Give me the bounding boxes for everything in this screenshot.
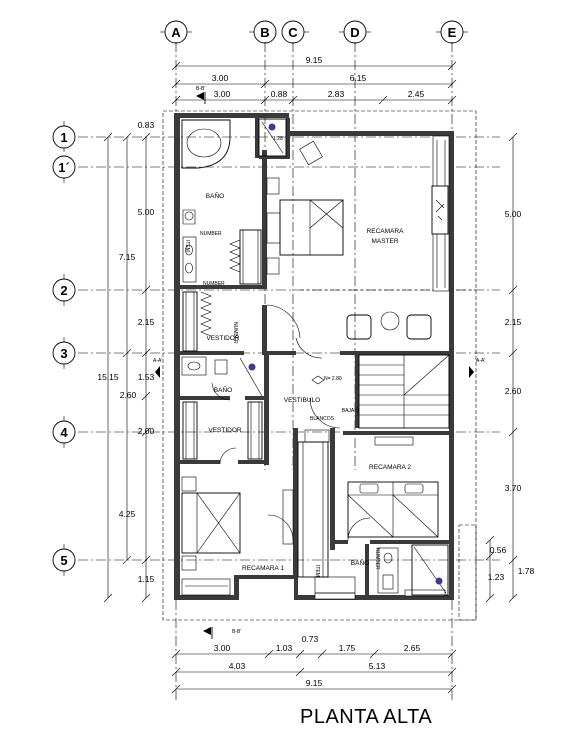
room-label-recamara-2: RECAMARA 2: [369, 464, 411, 471]
grid-bubble-e: E: [436, 20, 468, 44]
stair: BAJA: [342, 354, 450, 429]
room-label-bano-1: BAÑO: [214, 385, 232, 394]
recamara-1: RECAMARA 1: [181, 476, 294, 572]
dim-right-2-15: 2.15: [505, 317, 522, 327]
dim-right-2-60: 2.60: [505, 386, 522, 396]
grid-bubble-c: C: [281, 20, 309, 44]
dim-top-total: 9.15: [306, 55, 323, 65]
section-aa-right: A-A': [476, 358, 485, 364]
grid-label-3: 3: [60, 346, 67, 361]
left-dimensions: 15.15 7.15 4.25 5.00 2.15 1.53 2.60 2.00…: [97, 120, 155, 603]
grid-label-5: 5: [60, 553, 67, 568]
grid-bubble-1: 1: [52, 121, 76, 152]
dim-left-total: 15.15: [97, 372, 119, 382]
label-number-2: NUMBER: [203, 281, 225, 287]
grid-bubble-2: 2: [52, 274, 76, 306]
dim-bottom-5: 2.65: [404, 643, 421, 653]
room-label-vestidor-1: VESTIDOR: [208, 427, 242, 434]
grid-label-d: D: [350, 25, 359, 40]
dim-right-0-56: 0.56: [490, 545, 507, 555]
top-dimensions: 9.15 3.00 6.15 3.00 0.88 2.83 2.45: [171, 55, 457, 105]
section-markers: B-B' B-B' A-A' A-A': [153, 86, 485, 639]
grid-bubble-d: D: [339, 20, 371, 44]
vestibulo: VESTIBULO N= 2.80 BLANCOS: [284, 337, 342, 578]
label-blancos: BLANCOS: [310, 416, 335, 422]
right-dimensions: 5.00 2.15 2.60 3.70 0.56 1.23 1.78: [485, 132, 535, 603]
grid-label-c: C: [288, 25, 298, 40]
dim-top-3: 2.83: [328, 89, 345, 99]
dim-top-1: 3.00: [214, 89, 231, 99]
dim-bottom-4-03: 4.03: [229, 661, 246, 671]
grid-bubble-b: B: [249, 20, 277, 44]
dim-bottom-2: 1.03: [276, 643, 293, 653]
dim-bottom-3: 0.73: [302, 634, 319, 644]
section-bb-bottom: B-B': [232, 629, 241, 635]
dim-bottom-5-13: 5.13: [369, 661, 386, 671]
dim-left-1-53: 1.53: [138, 372, 155, 382]
dim-right-3-70: 3.70: [505, 483, 522, 493]
master-bedroom: RECAMARA MASTER: [266, 140, 432, 340]
grid-label-e: E: [448, 25, 457, 40]
master-bath: 1.28 BAÑO NUMBER NUMBER ITEM VESTIDOR NU…: [181, 118, 287, 352]
bath-1: BAÑO VESTIDOR: [181, 356, 263, 465]
grid-bubble-1-prime: 1´: [52, 155, 76, 183]
dim-top-2: 0.88: [271, 89, 288, 99]
dim-bottom-1: 3.00: [214, 643, 231, 653]
grid-bubble-a: A: [160, 20, 192, 44]
section-aa-left: A-A': [153, 358, 162, 364]
room-label-recamara-master-2: MASTER: [371, 238, 398, 245]
dim-bottom-total: 9.15: [306, 678, 323, 688]
dim-right-1-23: 1.23: [488, 572, 505, 582]
dim-left-1-15: 1.15: [138, 574, 155, 584]
room-label-recamara-1: RECAMARA 1: [242, 565, 284, 572]
label-number-1: NUMBER: [200, 231, 222, 237]
room-label-bano-master: BAÑO: [206, 191, 224, 200]
grid-label-1: 1: [60, 130, 67, 145]
grid-label-4: 4: [60, 425, 68, 440]
dim-shower: 1.28: [273, 136, 283, 142]
label-baja: BAJA: [342, 408, 355, 414]
level-mark: N= 2.80: [324, 376, 342, 382]
grid-label-b: B: [260, 25, 269, 40]
room-label-recamara-master-1: RECAMARA: [367, 228, 405, 235]
grid-label-2: 2: [60, 283, 67, 298]
label-number-3: NUMBER: [232, 322, 238, 344]
page-title: PLANTA ALTA: [300, 706, 433, 728]
room-label-vestibulo: VESTIBULO: [284, 397, 320, 404]
dim-left-1-3: 7.15: [119, 252, 136, 262]
walls: [174, 113, 454, 600]
dim-top-a-b: 3.00: [212, 73, 229, 83]
bottom-dimensions: 3.00 1.03 0.73 1.75 2.65 4.03 5.13 9.15: [171, 634, 457, 694]
dim-left-4-5: 4.25: [119, 509, 136, 519]
dim-left-2-15: 2.15: [138, 317, 155, 327]
grid-label-a: A: [171, 25, 181, 40]
section-bb-top: B-B': [196, 86, 205, 92]
room-label-vestidor-master: VESTIDOR: [206, 335, 240, 342]
grid-bubble-4: 4: [52, 416, 76, 448]
grid-bubble-3: 3: [52, 337, 76, 369]
recamara-2: RECAMARA 2: [347, 436, 439, 541]
label-item-1: ITEM: [184, 240, 190, 252]
grid-bubble-5: 5: [52, 544, 76, 576]
windows: [181, 135, 450, 600]
dim-left-5-00: 5.00: [138, 207, 155, 217]
label-item-2: ITEM: [314, 565, 320, 577]
dim-left-2-00: 2.00: [138, 426, 155, 436]
dim-left-0-83: 0.83: [138, 120, 155, 130]
label-number-4: NUMBER: [374, 548, 380, 570]
dim-top-b-e: 6.15: [350, 73, 367, 83]
grid-label-1-prime: 1´: [58, 160, 70, 175]
dim-top-4: 2.45: [408, 89, 425, 99]
dim-left-2-60: 2.60: [120, 390, 137, 400]
room-label-bano-2: BAÑO: [351, 558, 369, 567]
bath-2: BAÑO NUMBER ITEM: [314, 544, 449, 596]
dim-right-1-78: 1.78: [518, 566, 535, 576]
dim-bottom-4: 1.75: [339, 643, 356, 653]
dim-right-5-00: 5.00: [505, 209, 522, 219]
